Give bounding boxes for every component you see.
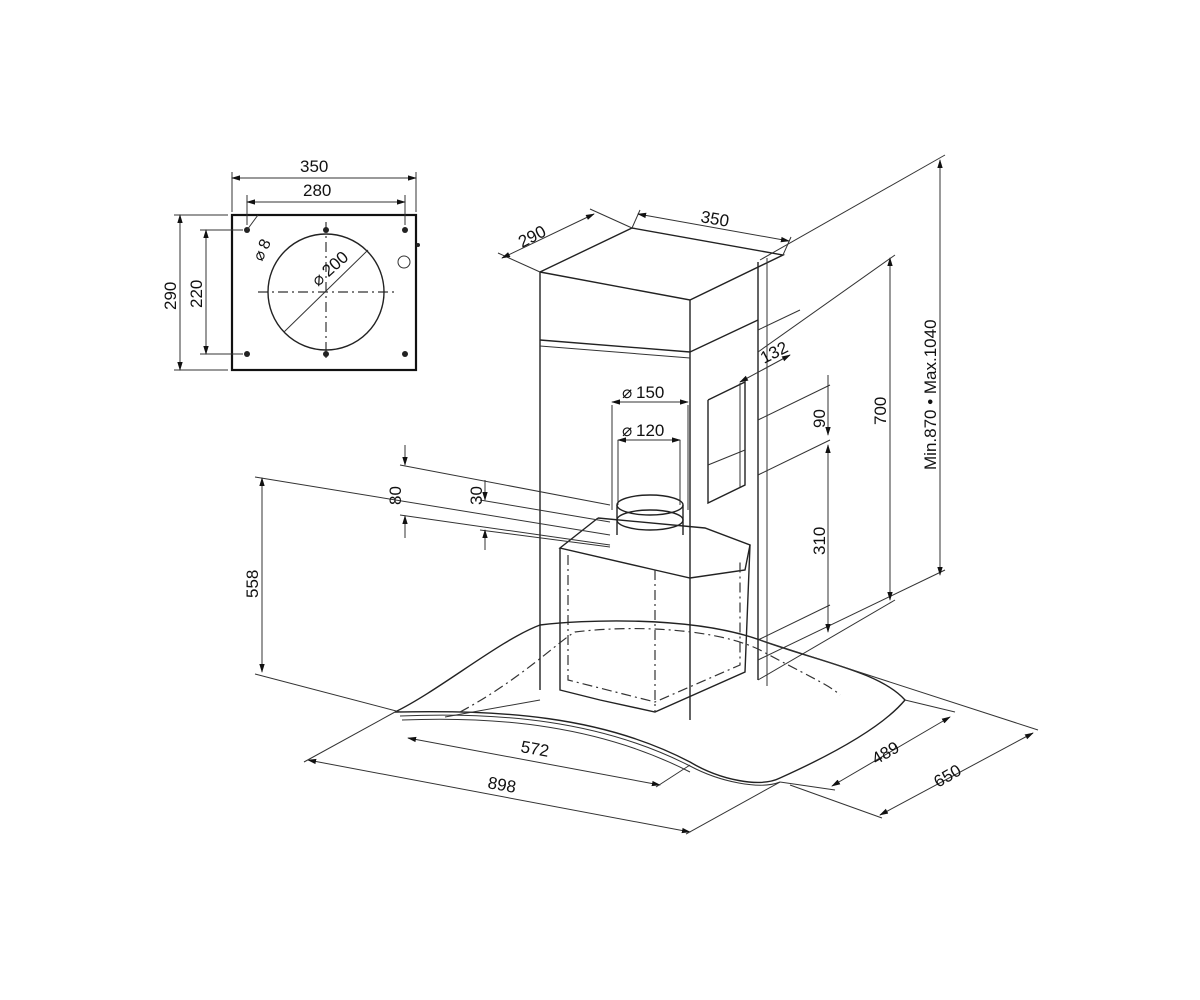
top-width-inner-label: 280 bbox=[303, 181, 331, 200]
collar-height-label: 80 bbox=[386, 486, 405, 505]
hood-dims bbox=[259, 445, 1039, 835]
total-range-label: Min.870 • Max.1040 bbox=[921, 319, 940, 470]
body-depth-label: 489 bbox=[869, 738, 903, 769]
cover-height-label: 700 bbox=[871, 397, 890, 425]
chimney-dims bbox=[497, 154, 946, 681]
top-height-inner-label: 220 bbox=[187, 280, 206, 308]
outlet-outer-dia-symbol: ⌀ bbox=[622, 383, 632, 402]
chimney-side-offset-label: 132 bbox=[757, 338, 791, 368]
lower-height-label: 310 bbox=[810, 527, 829, 555]
top-width-outer-label: 350 bbox=[300, 157, 328, 176]
top-height-outer-label: 290 bbox=[161, 282, 180, 310]
body-width-label: 572 bbox=[519, 737, 550, 761]
hood-canopy bbox=[254, 464, 906, 786]
collar-offset-label: 30 bbox=[467, 486, 486, 505]
hood-height-label: 558 bbox=[243, 570, 262, 598]
outlet-inner-dia-symbol: ⌀ bbox=[622, 421, 632, 440]
top-view-plate bbox=[174, 172, 420, 372]
canopy-depth-label: 650 bbox=[931, 761, 965, 792]
bracket-height-label: 90 bbox=[810, 409, 829, 428]
outlet-outer-dia-value: 150 bbox=[636, 383, 664, 402]
duct-diameter-value: 200 bbox=[318, 247, 352, 280]
duct-diameter-label: ⌀ 200 bbox=[308, 247, 352, 289]
chimney-width-label: 350 bbox=[699, 207, 730, 231]
hole-diameter-label: ⌀ 8 bbox=[250, 237, 275, 264]
chimney-cover bbox=[539, 227, 786, 720]
outlet-inner-dia-label: ⌀ 120 bbox=[622, 421, 664, 440]
duct-circle bbox=[267, 233, 385, 351]
canopy-width-label: 898 bbox=[486, 773, 517, 797]
outlet-inner-dia-value: 120 bbox=[636, 421, 664, 440]
outlet-outer-dia-label: ⌀ 150 bbox=[622, 383, 664, 402]
hole-diameter-value: 8 bbox=[256, 237, 275, 252]
chimney-depth-label: 290 bbox=[515, 222, 549, 252]
